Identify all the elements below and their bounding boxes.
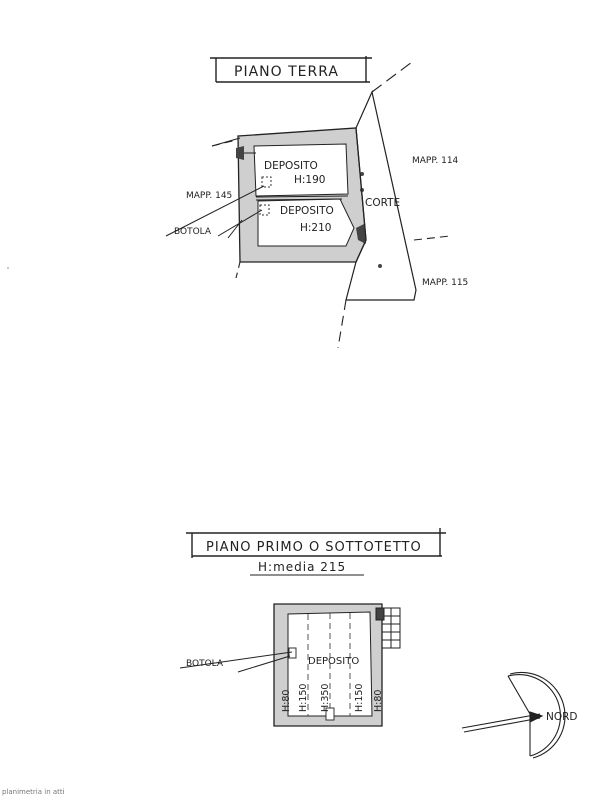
- ground-floor-title-box: PIANO TERRA: [210, 56, 372, 83]
- ground-hatch-label: BOTOLA: [174, 227, 212, 237]
- first-leader-lines: [179, 651, 293, 673]
- parcel-boundaries: [211, 61, 451, 349]
- first-floor-subtitle: H:media 215: [258, 560, 346, 574]
- height-label-2: H:150: [298, 684, 309, 712]
- parcel-label-114: MAPP. 114: [412, 156, 459, 166]
- courtyard-outline: [345, 90, 417, 301]
- ground-floor-walls: [236, 127, 382, 268]
- north-label: NORD: [546, 711, 578, 723]
- ground-floor-title: PIANO TERRA: [234, 64, 339, 80]
- first-hatch: [288, 647, 297, 659]
- ground-hatch-1: [261, 176, 272, 188]
- first-floor-walls: [273, 603, 401, 727]
- first-room-name: DEPOSITO: [308, 656, 359, 667]
- stair-symbol: [375, 607, 401, 649]
- ground-leader-lines: [165, 185, 265, 239]
- room-name-deposito-1: DEPOSITO: [264, 160, 318, 172]
- room-height-deposito-2: H:210: [300, 222, 331, 234]
- height-label-1: H:80: [281, 690, 292, 712]
- footer-note: planimetria in atti: [2, 788, 65, 796]
- parcel-label-115: MAPP. 115: [422, 278, 468, 288]
- first-floor-title: PIANO PRIMO O SOTTOTETTO: [206, 540, 422, 555]
- room-name-deposito-2: DEPOSITO: [280, 205, 334, 217]
- first-hatch-label: BOTOLA: [186, 659, 224, 669]
- height-label-4: H:150: [354, 684, 365, 712]
- first-floor-title-box: PIANO PRIMO O SOTTOTETTO H:media 215: [186, 528, 446, 576]
- parcel-label-145: MAPP. 145: [186, 191, 232, 201]
- courtyard-label: CORTE: [365, 197, 400, 209]
- ground-floor-plan: PIANO TERRA: [165, 56, 468, 349]
- north-arrow-icon: [461, 671, 566, 759]
- height-label-5: H:80: [373, 690, 384, 712]
- room-height-deposito-1: H:190: [294, 174, 325, 186]
- height-label-3: H:350: [320, 684, 331, 712]
- first-floor-plan: PIANO PRIMO O SOTTOTETTO H:media 215: [179, 528, 446, 727]
- ground-hatch-2: [259, 204, 270, 216]
